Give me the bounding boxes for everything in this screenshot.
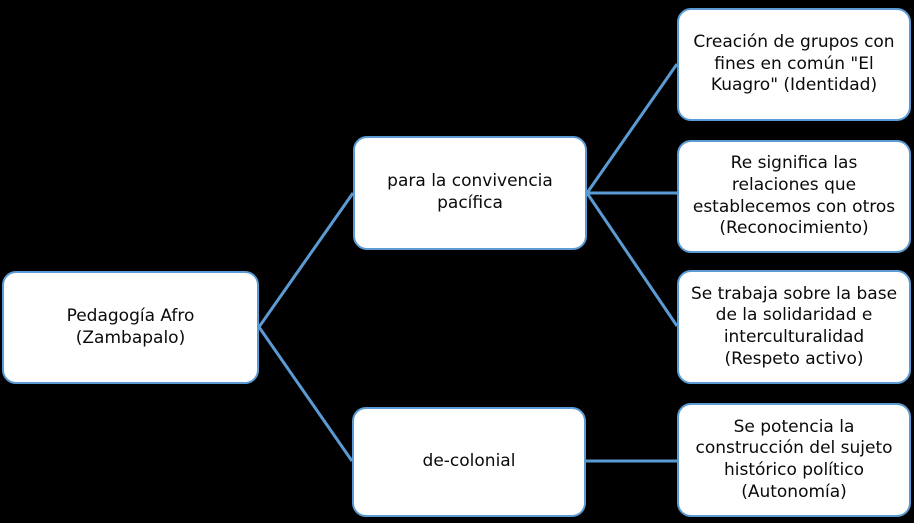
node-pedagogia-afro[interactable]: Pedagogía Afro (Zambapalo) <box>2 271 259 384</box>
node-convivencia-pacifica[interactable]: para la convivencia pacífica <box>353 136 587 250</box>
node-label: Pedagogía Afro (Zambapalo) <box>66 305 195 348</box>
node-respeto-activo[interactable]: Se trabaja sobre la base de la solidarid… <box>677 270 911 384</box>
node-reconocimiento[interactable]: Re significa las relaciones que establec… <box>677 140 911 253</box>
node-autonomia[interactable]: Se potencia la construcción del sujeto h… <box>677 403 911 517</box>
edge-convivencia-to-respeto <box>585 192 679 327</box>
node-label: de-colonial <box>422 451 516 472</box>
edge-root-to-decolonial <box>257 326 354 462</box>
node-label: Se potencia la construcción del sujeto h… <box>695 416 893 502</box>
node-label: Se trabaja sobre la base de la solidarid… <box>690 283 898 369</box>
node-label: Creación de grupos con fines en común "E… <box>693 31 895 96</box>
edge-root-to-convivencia <box>257 192 355 328</box>
node-kuagro-identidad[interactable]: Creación de grupos con fines en común "E… <box>677 8 911 121</box>
node-label: Re significa las relaciones que establec… <box>692 153 896 239</box>
node-label: para la convivencia pacífica <box>387 171 553 213</box>
edge-convivencia-to-kuagro <box>585 63 679 194</box>
node-de-colonial[interactable]: de-colonial <box>352 407 586 517</box>
